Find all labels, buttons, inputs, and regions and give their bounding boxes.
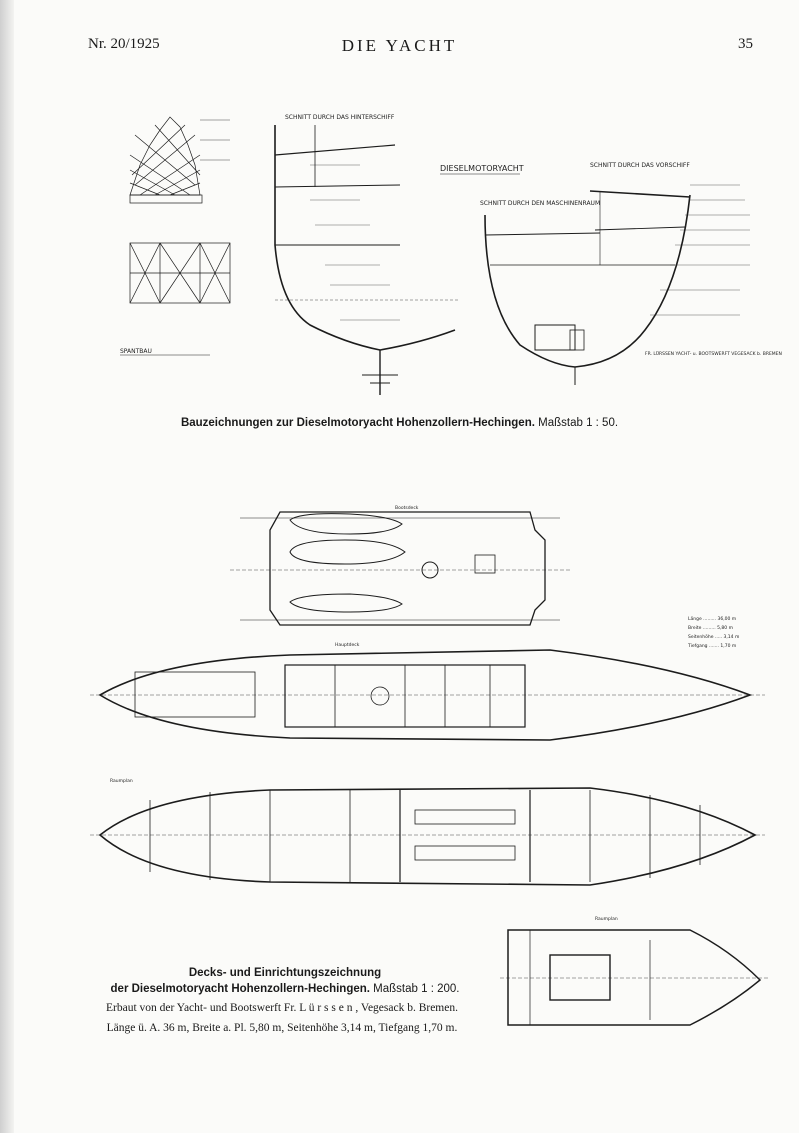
lower-fore-plan-outline — [500, 929, 768, 1026]
engine-section-hull — [484, 194, 691, 385]
frame-box-detail — [129, 242, 231, 304]
main-deck-label: Hauptdeck — [335, 642, 360, 648]
deck-plans-svg: Bootsdeck Länge ......... 36,00 m Breite… — [90, 505, 768, 1026]
figure2-details: Erbaut von der Yacht- und Bootswerft Fr.… — [82, 998, 482, 1038]
aft-section-leaders — [310, 164, 400, 321]
dimension-row-beam: Breite ......... 5,80 m — [688, 625, 733, 631]
framing-detail-lattice — [129, 116, 203, 204]
room-plan-label: Raumplan — [110, 778, 133, 784]
dimension-table: Länge ......... 36,00 m Breite .........… — [687, 616, 739, 649]
construction-drawings-plate: SPANTBAU SCHNITT DURCH DAS HINTERSCHIFF — [100, 105, 790, 410]
construction-drawings-svg: SPANTBAU SCHNITT DURCH DAS HINTERSCHIFF — [120, 114, 782, 395]
section-engine-label: SCHNITT DURCH DEN MASCHINENRAUM — [480, 200, 600, 207]
boat-deck-outline — [230, 511, 570, 626]
aft-section-hull — [274, 125, 460, 395]
dimensions-line: Länge ü. A. 36 m, Breite a. Pl. 5,80 m, … — [106, 1022, 458, 1034]
vessel-label: DIESELMOTORYACHT — [440, 164, 524, 173]
journal-title: DIE YACHT — [341, 36, 458, 55]
fore-section-hull — [589, 190, 691, 266]
figure2-caption-scale: Maßstab 1 : 200. — [373, 983, 460, 995]
figure1-caption-title: Bauzeichnungen zur Dieselmotoryacht Hohe… — [180, 417, 535, 429]
section-fore-label: SCHNITT DURCH DAS VORSCHIFF — [590, 162, 690, 169]
figure2-caption-line1: Decks- und Einrichtungszeichnung — [188, 967, 382, 979]
framing-detail-label: SPANTBAU — [120, 348, 152, 355]
dimension-row-draught: Tiefgang ....... 1,70 m — [687, 643, 736, 649]
figure1-caption-scale: Maßstab 1 : 50. — [538, 417, 619, 429]
section-aft-label: SCHNITT DURCH DAS HINTERSCHIFF — [285, 114, 395, 121]
figure2-caption: Decks- und Einrichtungszeichnung der Die… — [90, 965, 480, 997]
figure2-caption-title: der Dieselmotoryacht Hohenzollern-Hechin… — [110, 983, 370, 995]
fore-section-leaders — [650, 184, 750, 316]
dimension-row-depth: Seitenhöhe ..... 3,14 m — [688, 634, 739, 640]
room-plan-lower-label: Raumplan — [595, 916, 618, 922]
main-deck-outline — [90, 649, 765, 741]
yard-stamp: FR. LÜRSSEN YACHT- u. BOOTSWERFT VEGESAC… — [645, 350, 782, 357]
page-number: 35 — [738, 36, 753, 52]
cabin-plan-outline — [90, 787, 765, 886]
builder-line: Erbaut von der Yacht- und Bootswerft Fr.… — [106, 1002, 458, 1014]
deck-plans-plate: Bootsdeck Länge ......... 36,00 m Breite… — [90, 500, 770, 1035]
figure2-caption-line2: der Dieselmotoryacht Hohenzollern-Hechin… — [111, 983, 460, 995]
issue-number: Nr. 20/1925 — [88, 36, 160, 52]
dimension-row-length: Länge ......... 36,00 m — [688, 616, 736, 622]
boat-deck-label: Bootsdeck — [395, 505, 419, 511]
figure1-caption: Bauzeichnungen zur Dieselmotoryacht Hohe… — [0, 417, 799, 429]
framing-detail-annotations — [200, 119, 230, 161]
page-spine-shadow — [0, 0, 14, 1133]
